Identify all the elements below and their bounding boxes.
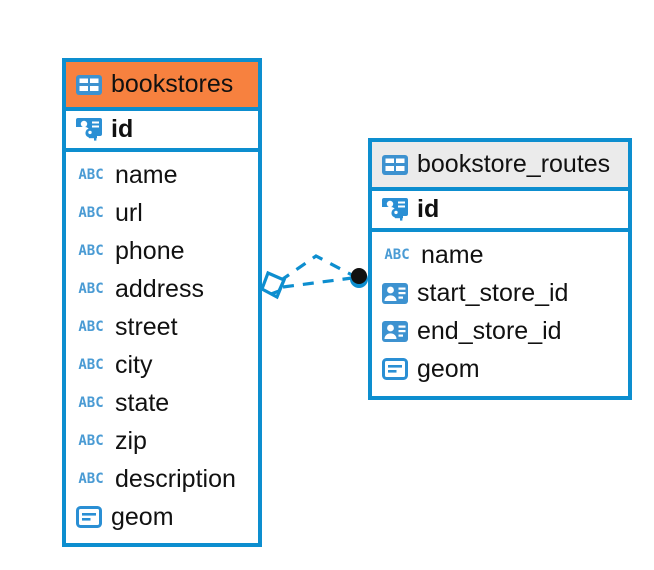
field-label: name [115, 160, 178, 189]
field-label: city [115, 350, 153, 379]
field-row-address[interactable]: ABC address [76, 270, 248, 308]
field-row-start-store-id[interactable]: start_store_id [382, 274, 618, 312]
field-label: name [421, 240, 484, 269]
field-row-geom[interactable]: geom [382, 350, 618, 388]
foreign-key-icon [382, 320, 408, 342]
table-icon [76, 74, 102, 95]
entity-header-bookstores[interactable]: bookstores [66, 62, 258, 107]
entity-header-bookstore-routes[interactable]: bookstore_routes [372, 142, 628, 187]
field-label: id [417, 195, 440, 223]
abc-icon: ABC [78, 471, 104, 487]
diamond-marker [260, 270, 287, 300]
field-label: start_store_id [417, 278, 569, 307]
field-label: description [115, 464, 236, 493]
field-row-city[interactable]: ABC city [76, 346, 248, 384]
field-row-geom[interactable]: geom [76, 498, 248, 536]
field-label: id [111, 115, 134, 143]
entity-title: bookstores [111, 70, 234, 98]
abc-icon: ABC [78, 167, 104, 183]
field-row-street[interactable]: ABC street [76, 308, 248, 346]
field-row-url[interactable]: ABC url [76, 194, 248, 232]
primary-key-icon [76, 117, 102, 142]
geometry-icon [76, 506, 102, 528]
entity-title: bookstore_routes [417, 150, 611, 178]
field-label: zip [115, 426, 147, 455]
abc-icon: ABC [78, 243, 104, 259]
field-row-name[interactable]: ABC name [382, 236, 618, 274]
field-row-primary-key[interactable]: id [372, 187, 628, 232]
field-label: state [115, 388, 170, 417]
field-label: end_store_id [417, 316, 562, 345]
field-label: street [115, 312, 178, 341]
primary-key-icon [382, 197, 408, 222]
abc-icon: ABC [384, 247, 410, 263]
field-row-state[interactable]: ABC state [76, 384, 248, 422]
abc-icon: ABC [78, 281, 104, 297]
foreign-key-icon [382, 282, 408, 304]
abc-icon: ABC [78, 319, 104, 335]
field-row-zip[interactable]: ABC zip [76, 422, 248, 460]
abc-icon: ABC [78, 205, 104, 221]
field-label: url [115, 198, 143, 227]
abc-icon: ABC [78, 433, 104, 449]
table-icon [382, 154, 408, 175]
field-label: address [115, 274, 204, 303]
field-list-bookstores: ABC name ABC url ABC phone ABC address A… [66, 152, 258, 542]
field-row-phone[interactable]: ABC phone [76, 232, 248, 270]
entity-table-bookstores[interactable]: bookstores id [62, 58, 262, 547]
abc-icon: ABC [78, 357, 104, 373]
field-row-end-store-id[interactable]: end_store_id [382, 312, 618, 350]
field-list-bookstore-routes: ABC name start_store_id [372, 232, 628, 394]
filled-circle-marker [350, 268, 368, 288]
abc-icon: ABC [78, 395, 104, 411]
field-label: phone [115, 236, 185, 265]
relationship-line-angled [279, 254, 353, 283]
geometry-icon [382, 358, 408, 380]
relationship-line-straight [282, 276, 353, 289]
entity-table-bookstore-routes[interactable]: bookstore_routes id [368, 138, 632, 400]
field-row-primary-key[interactable]: id [66, 107, 258, 152]
field-label: geom [111, 502, 174, 531]
field-label: geom [417, 354, 480, 383]
field-row-description[interactable]: ABC description [76, 460, 248, 498]
field-row-name[interactable]: ABC name [76, 156, 248, 194]
